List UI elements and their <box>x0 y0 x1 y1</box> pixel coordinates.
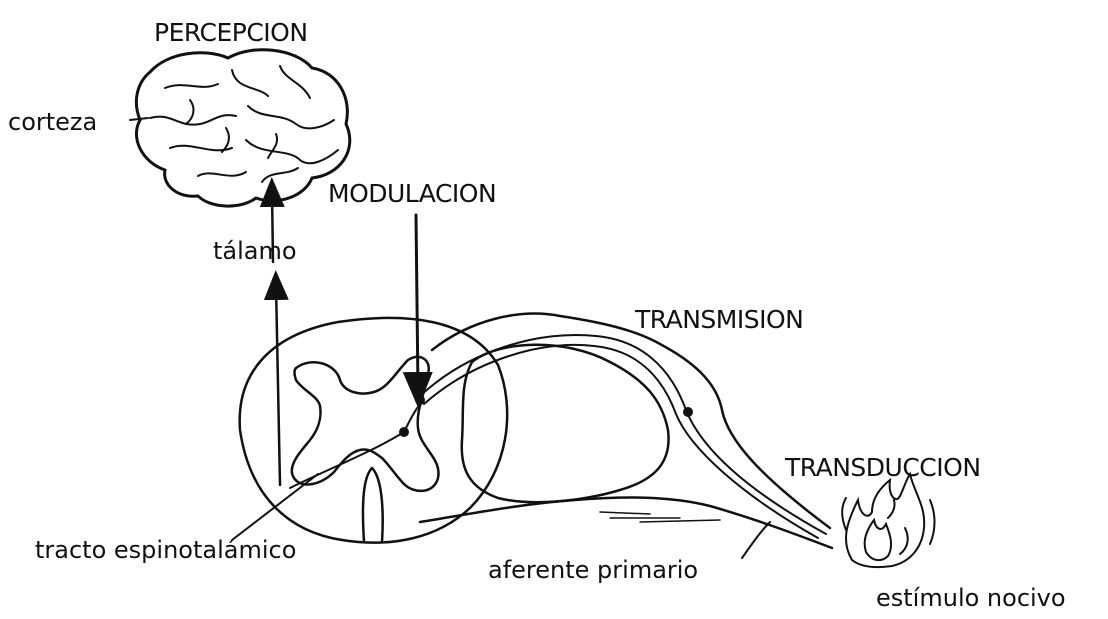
synapse-dot <box>399 427 409 437</box>
percepcion-label: PERCEPCION <box>154 20 308 45</box>
aferente-label: aferente primario <box>488 558 698 582</box>
synapse-dot <box>415 395 425 405</box>
tracto-label: tracto espinotalámico <box>35 538 296 562</box>
flame-icon <box>842 474 934 567</box>
transduccion-label: TRANSDUCCION <box>785 455 981 480</box>
talamo-label: tálamo <box>213 239 297 263</box>
modulacion-label: MODULACION <box>328 181 496 206</box>
corteza-label: corteza <box>8 110 97 134</box>
transmision-label: TRANSMISION <box>635 307 803 332</box>
synapse-dot <box>683 407 693 417</box>
estimulo-label: estímulo nocivo <box>876 586 1066 610</box>
brain-icon <box>136 50 349 206</box>
